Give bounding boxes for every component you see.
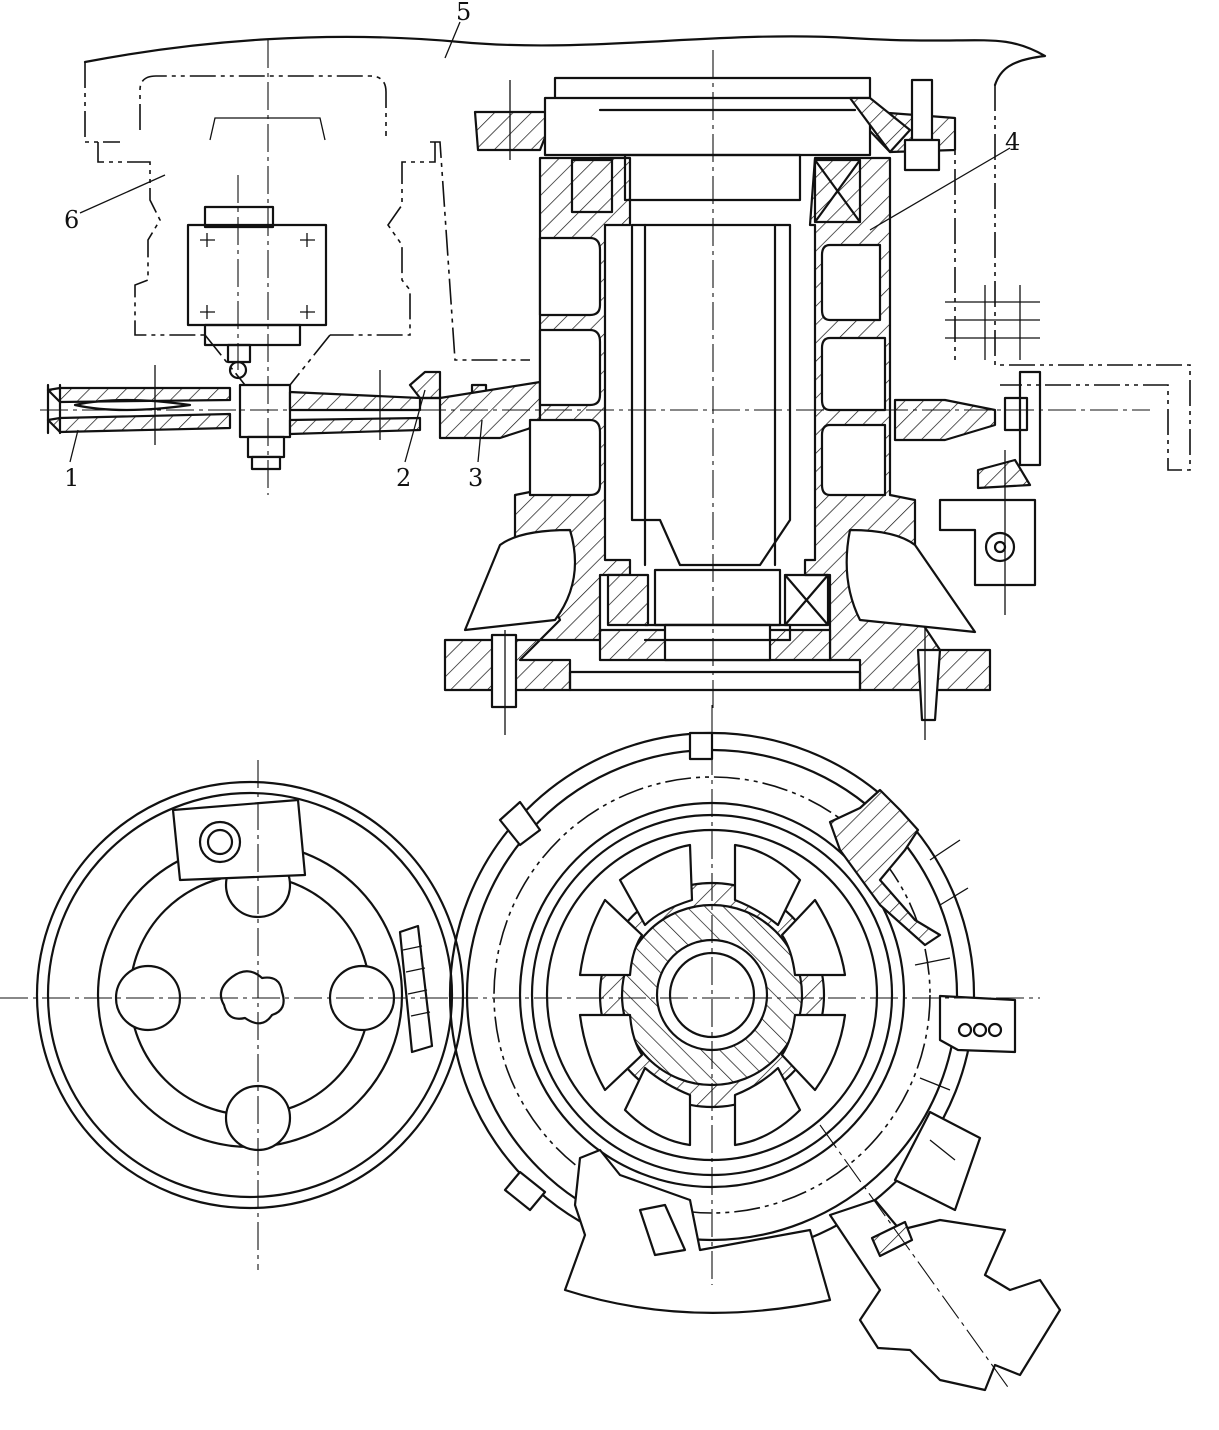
callout-2: 2 bbox=[396, 464, 411, 492]
callout-6: 6 bbox=[64, 206, 79, 234]
right-turntable-plan bbox=[448, 705, 1062, 1392]
left-index-disc-plan bbox=[0, 760, 470, 1270]
main-housing-4 bbox=[443, 76, 992, 692]
callout-4: 4 bbox=[1005, 128, 1020, 156]
callout-1: 1 bbox=[64, 464, 79, 492]
plan-view bbox=[0, 705, 1062, 1392]
callout-5: 5 bbox=[456, 0, 471, 26]
right-index-plunger bbox=[490, 78, 1042, 722]
clamp-cylinder bbox=[186, 205, 328, 380]
callout-3: 3 bbox=[468, 464, 483, 492]
central-spindle bbox=[570, 96, 912, 662]
pin-3 bbox=[438, 380, 542, 440]
elevation-centerlines bbox=[40, 40, 1150, 740]
indexing-disc-1 bbox=[46, 383, 422, 471]
sectional-elevation-view bbox=[40, 35, 1191, 740]
machine-head-outline bbox=[83, 35, 1191, 471]
callouts: 1 2 3 4 5 6 bbox=[64, 0, 1020, 492]
